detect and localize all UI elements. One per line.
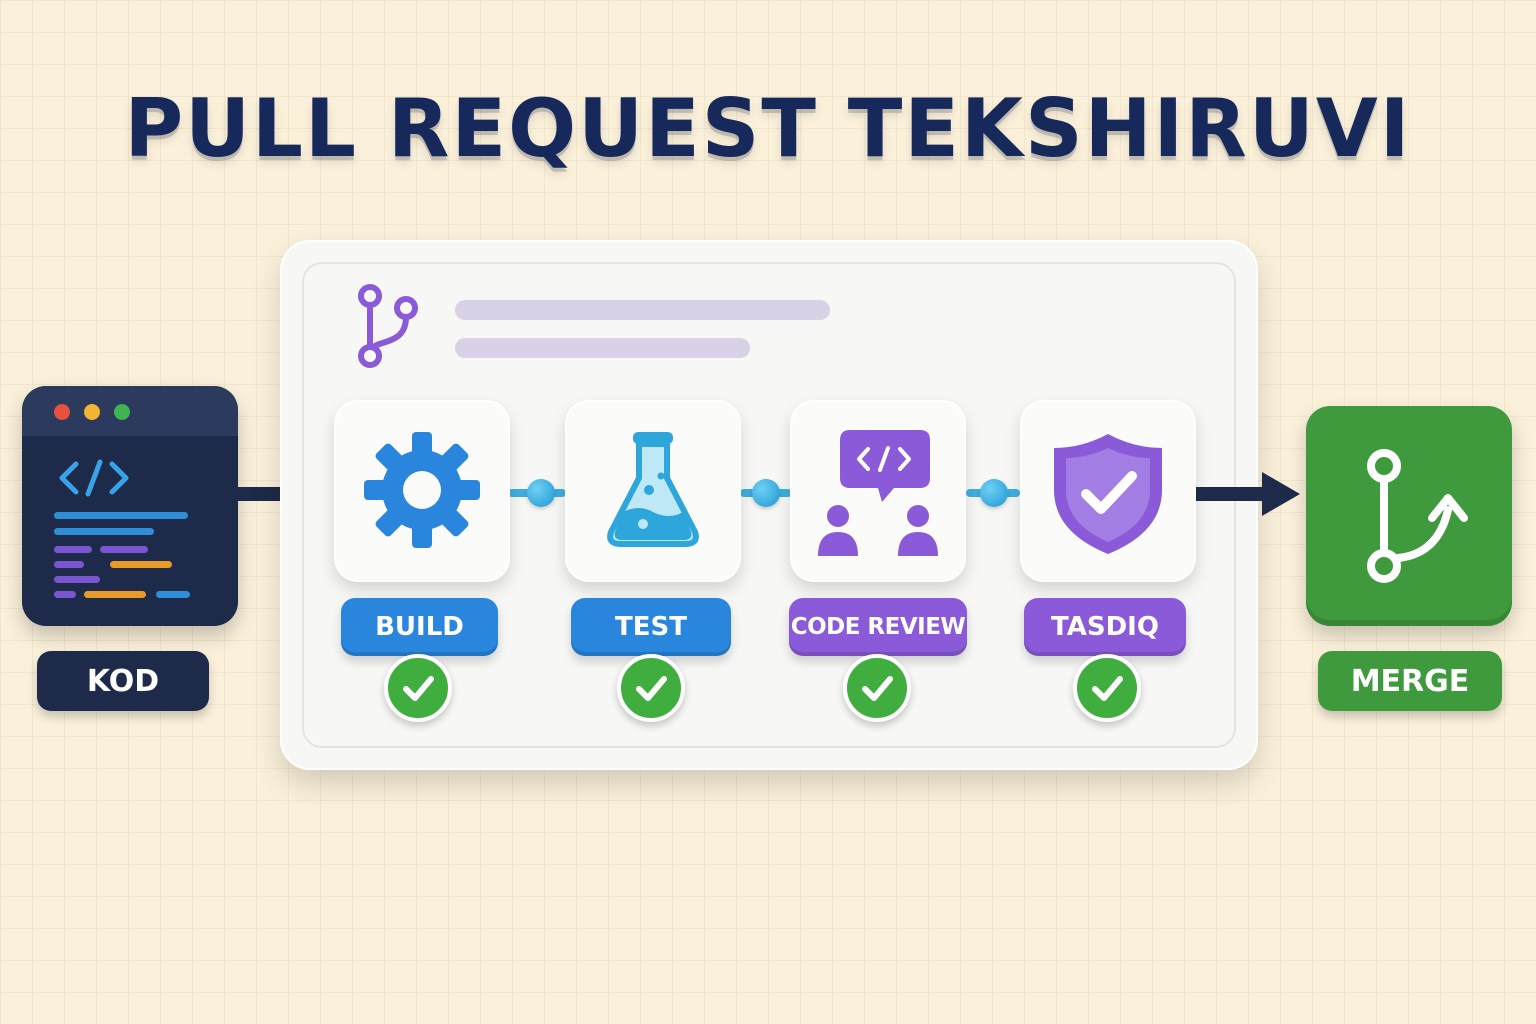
- arrow-right-icon: [1196, 472, 1300, 516]
- stage-build-tile: [334, 400, 510, 582]
- code-window-icon: [22, 386, 238, 626]
- check-icon: [1073, 654, 1141, 722]
- check-icon: [843, 654, 911, 722]
- check-icon: [617, 654, 685, 722]
- stage-label: TASDIQ: [1024, 598, 1186, 656]
- check-icon: [384, 654, 452, 722]
- stage-test-tile: [565, 400, 741, 582]
- source-label: KOD: [37, 651, 209, 711]
- stage-code-review-tile: [790, 400, 966, 582]
- merge-icon: [1367, 449, 1468, 583]
- target-label: MERGE: [1318, 651, 1502, 711]
- stage-tasdiq-tile: [1020, 400, 1196, 582]
- stage-label: BUILD: [341, 598, 498, 656]
- pr-title-placeholder: [455, 300, 830, 320]
- gear-icon: [364, 432, 480, 548]
- connector-node: [527, 479, 555, 507]
- code-review-icon: [818, 430, 938, 556]
- diagram-title: PULL REQUEST TEKSHIRUVI: [124, 82, 1412, 175]
- connector-node: [752, 479, 780, 507]
- shield-check-icon: [1054, 434, 1162, 554]
- connector-node: [980, 479, 1008, 507]
- pr-subtitle-placeholder: [455, 338, 750, 358]
- branch-icon: [358, 284, 418, 368]
- flask-icon: [607, 432, 699, 547]
- stage-label: TEST: [571, 598, 731, 656]
- stage-label: CODE REVIEW: [789, 598, 967, 656]
- merge-tile: [1306, 406, 1512, 626]
